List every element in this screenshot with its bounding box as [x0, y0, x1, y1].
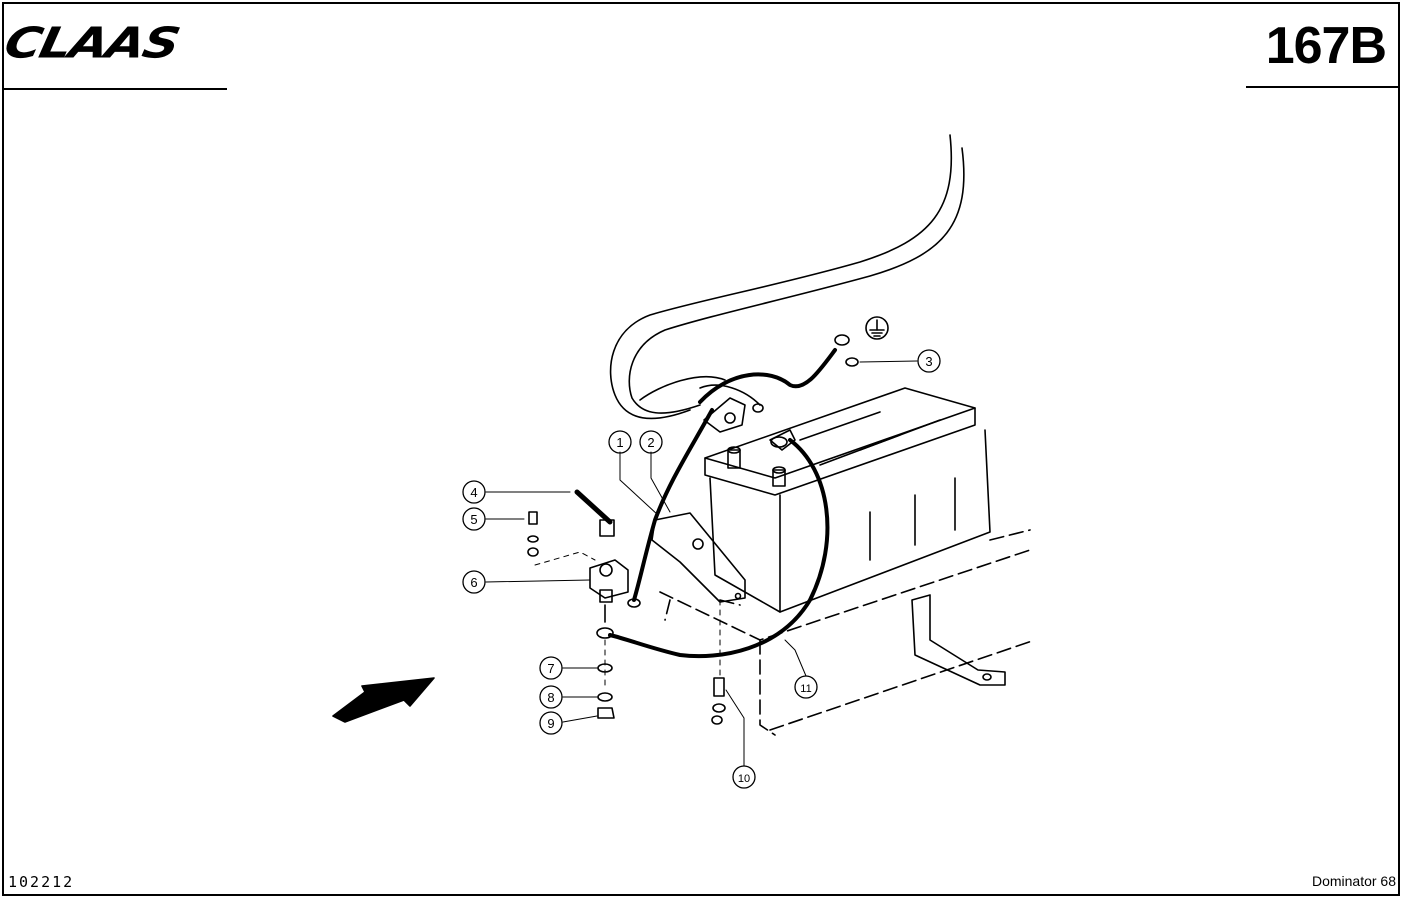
washer-3	[845, 357, 859, 367]
callout-8-label: 8	[547, 690, 554, 705]
callout-1-label: 1	[616, 435, 623, 450]
header-rule-left	[4, 88, 227, 90]
callout-1	[608, 430, 632, 454]
assembly-lines	[534, 551, 721, 691]
callout-leaders	[485, 360, 918, 767]
callout-2-label: 2	[647, 435, 654, 450]
battery-frame	[659, 529, 1036, 736]
direction-arrow	[332, 677, 435, 723]
battery-switch	[589, 559, 629, 623]
callout-6-label: 6	[470, 575, 477, 590]
callout-9	[539, 711, 563, 735]
callout-4	[462, 480, 486, 504]
switch-key	[574, 489, 615, 537]
callout-6	[462, 570, 486, 594]
header-rule-right	[1246, 86, 1398, 88]
callout-7-label: 7	[547, 661, 554, 676]
hardware	[527, 511, 726, 725]
callout-3-label: 3	[925, 354, 932, 369]
frame-bracket	[911, 594, 1006, 686]
callout-3	[917, 349, 941, 373]
callout-10	[732, 765, 756, 789]
callout-11-label: 11	[800, 683, 811, 695]
switch-bracket	[651, 512, 746, 603]
callout-5	[462, 507, 486, 531]
model-name: Dominator 68	[1311, 873, 1396, 889]
callout-9-label: 9	[547, 716, 554, 731]
callout-4-label: 4	[470, 485, 477, 500]
callout-11	[794, 675, 818, 699]
callout-10-label: 10	[738, 773, 750, 785]
page-number: 167B	[1265, 17, 1387, 75]
callout-2	[639, 430, 663, 454]
ground-strap	[698, 334, 850, 433]
document-number: 102212	[8, 873, 75, 891]
callout-7	[539, 656, 563, 680]
callout-8	[539, 685, 563, 709]
battery-cable	[608, 408, 830, 659]
ground-icon	[865, 316, 889, 340]
callout-5-label: 5	[470, 512, 477, 527]
wire-harness	[609, 134, 965, 420]
